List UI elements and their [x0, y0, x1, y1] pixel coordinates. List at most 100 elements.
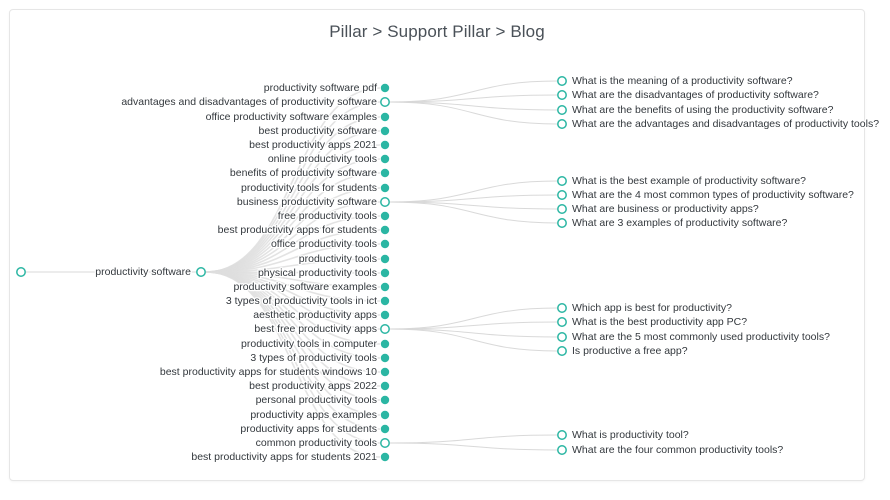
question-label-is-productive-a-free-app: Is productive a free app? — [572, 345, 688, 357]
question-node-is-productive-a-free-app[interactable] — [557, 346, 567, 356]
question-label-what-is-the-best-example-of-productivity-softwar: What is the best example of productivity… — [572, 175, 806, 187]
link-keyword-question — [389, 80, 558, 103]
question-node-what-are-the-disadvantages-of-productivity-softw[interactable] — [557, 90, 567, 100]
keyword-label-best-productivity-apps-for-students: best productivity apps for students — [218, 224, 377, 236]
keyword-label-benefits-of-productivity-software: benefits of productivity software — [230, 167, 377, 179]
link-keyword-question — [389, 442, 558, 451]
link-keyword-question — [389, 94, 558, 103]
keyword-node-productivity-tools-for-students[interactable] — [380, 183, 390, 193]
keyword-node-physical-productivity-tools[interactable] — [380, 268, 390, 278]
question-label-which-app-is-best-for-productivity: Which app is best for productivity? — [572, 302, 732, 314]
link-keyword-question — [389, 434, 558, 444]
link-root-keyword — [205, 271, 381, 458]
keyword-label-advantages-and-disadvantages-of-productivity-sof: advantages and disadvantages of producti… — [121, 96, 377, 108]
keyword-label-office-productivity-software-examples: office productivity software examples — [206, 111, 377, 123]
keyword-label-free-productivity-tools: free productivity tools — [278, 210, 377, 222]
keyword-node-free-productivity-tools[interactable] — [380, 211, 390, 221]
link-keyword-question — [389, 101, 558, 111]
keyword-node-advantages-and-disadvantages-of-productivity-sof[interactable] — [380, 97, 390, 107]
keyword-node-productivity-tools-in-computer[interactable] — [380, 339, 390, 349]
link-root-keyword — [205, 101, 381, 273]
question-node-what-is-productivity-tool[interactable] — [557, 430, 567, 440]
keyword-label-online-productivity-tools: online productivity tools — [268, 153, 377, 165]
keyword-label-best-productivity-apps-2021: best productivity apps 2021 — [249, 139, 377, 151]
question-node-what-is-the-best-example-of-productivity-softwar[interactable] — [557, 176, 567, 186]
keyword-label-business-productivity-software: business productivity software — [237, 196, 377, 208]
keyword-label-best-free-productivity-apps: best free productivity apps — [254, 323, 377, 335]
question-label-what-are-the-advantages-and-disadvantages-of-pro: What are the advantages and disadvantage… — [572, 118, 879, 130]
keyword-node-business-productivity-software[interactable] — [380, 197, 390, 207]
keyword-label-common-productivity-tools: common productivity tools — [256, 437, 377, 449]
keyword-node-productivity-software-pdf[interactable] — [380, 83, 390, 93]
keyword-node-productivity-tools[interactable] — [380, 254, 390, 264]
link-keyword-question — [389, 180, 558, 203]
question-label-what-are-business-or-productivity-apps: What are business or productivity apps? — [572, 203, 759, 215]
keyword-node-common-productivity-tools[interactable] — [380, 438, 390, 448]
keyword-node-best-productivity-apps-for-students[interactable] — [380, 225, 390, 235]
keyword-label-office-productivity-tools: office productivity tools — [271, 238, 377, 250]
question-node-what-are-the-four-common-productivity-tools[interactable] — [557, 445, 567, 455]
keyword-label-physical-productivity-tools: physical productivity tools — [258, 267, 377, 279]
root-label: productivity software — [95, 266, 191, 278]
question-label-what-are-the-5-most-commonly-used-productivity-t: What are the 5 most commonly used produc… — [572, 331, 830, 343]
keyword-label-productivity-software-examples: productivity software examples — [233, 281, 377, 293]
keyword-node-best-productivity-apps-2022[interactable] — [380, 381, 390, 391]
keyword-label-3-types-of-productivity-tools-in-ict: 3 types of productivity tools in ict — [226, 295, 377, 307]
link-keyword-question — [389, 321, 558, 330]
question-label-what-are-the-disadvantages-of-productivity-softw: What are the disadvantages of productivi… — [572, 89, 819, 101]
link-keyword-question — [389, 328, 558, 338]
breadcrumb: Pillar > Support Pillar > Blog — [10, 22, 864, 42]
link-keyword-question — [389, 201, 558, 210]
keyword-label-aesthetic-productivity-apps: aesthetic productivity apps — [253, 309, 377, 321]
keyword-node-best-productivity-apps-for-students-windows-10[interactable] — [380, 367, 390, 377]
keyword-node-best-productivity-apps-for-students-2021[interactable] — [380, 452, 390, 462]
keyword-node-3-types-of-productivity-tools-in-ict[interactable] — [380, 296, 390, 306]
keyword-node-3-types-of-productivity-tools[interactable] — [380, 353, 390, 363]
question-node-what-are-3-examples-of-productivity-software[interactable] — [557, 218, 567, 228]
mindmap-card: Pillar > Support Pillar > Blog — [9, 9, 865, 481]
keyword-label-personal-productivity-tools: personal productivity tools — [256, 394, 377, 406]
link-keyword-question — [389, 194, 558, 203]
root-node[interactable] — [196, 267, 206, 277]
question-node-what-are-the-benefits-of-using-the-productivity-[interactable] — [557, 105, 567, 115]
question-node-what-is-the-meaning-of-a-productivity-software[interactable] — [557, 76, 567, 86]
question-label-what-are-the-4-most-common-types-of-productivity: What are the 4 most common types of prod… — [572, 189, 854, 201]
keyword-node-best-free-productivity-apps[interactable] — [380, 324, 390, 334]
question-node-what-is-the-best-productivity-app-pc[interactable] — [557, 317, 567, 327]
link-keyword-question — [389, 307, 558, 330]
question-node-what-are-the-5-most-commonly-used-productivity-t[interactable] — [557, 332, 567, 342]
keyword-node-office-productivity-tools[interactable] — [380, 239, 390, 249]
breadcrumb-text: Pillar > Support Pillar > Blog — [329, 22, 545, 41]
question-node-what-are-the-advantages-and-disadvantages-of-pro[interactable] — [557, 119, 567, 129]
question-node-which-app-is-best-for-productivity[interactable] — [557, 303, 567, 313]
keyword-label-productivity-tools: productivity tools — [299, 253, 377, 265]
link-keyword-question — [389, 101, 558, 125]
keyword-node-personal-productivity-tools[interactable] — [380, 395, 390, 405]
nodes-layer[interactable] — [16, 76, 567, 462]
link-keyword-question — [389, 201, 558, 224]
keyword-node-productivity-apps-for-students[interactable] — [380, 424, 390, 434]
keyword-node-best-productivity-apps-2021[interactable] — [380, 140, 390, 150]
keyword-node-online-productivity-tools[interactable] — [380, 154, 390, 164]
question-label-what-are-the-four-common-productivity-tools: What are the four common productivity to… — [572, 444, 783, 456]
keyword-label-productivity-software-pdf: productivity software pdf — [264, 82, 377, 94]
link-keyword-question — [389, 328, 558, 352]
question-node-what-are-the-4-most-common-types-of-productivity[interactable] — [557, 190, 567, 200]
origin-node[interactable] — [16, 267, 26, 277]
keyword-node-benefits-of-productivity-software[interactable] — [380, 168, 390, 178]
keyword-label-best-productivity-software: best productivity software — [259, 125, 378, 137]
keyword-label-productivity-tools-for-students: productivity tools for students — [241, 182, 377, 194]
question-label-what-are-the-benefits-of-using-the-productivity-: What are the benefits of using the produ… — [572, 104, 834, 116]
keyword-node-productivity-apps-examples[interactable] — [380, 410, 390, 420]
keyword-node-office-productivity-software-examples[interactable] — [380, 112, 390, 122]
question-label-what-is-productivity-tool: What is productivity tool? — [572, 429, 689, 441]
keyword-node-aesthetic-productivity-apps[interactable] — [380, 310, 390, 320]
keyword-label-best-productivity-apps-for-students-windows-10: best productivity apps for students wind… — [160, 366, 377, 378]
keyword-node-productivity-software-examples[interactable] — [380, 282, 390, 292]
question-node-what-are-business-or-productivity-apps[interactable] — [557, 204, 567, 214]
question-label-what-is-the-best-productivity-app-pc: What is the best productivity app PC? — [572, 316, 747, 328]
keyword-node-best-productivity-software[interactable] — [380, 126, 390, 136]
keyword-label-best-productivity-apps-for-students-2021: best productivity apps for students 2021 — [191, 451, 377, 463]
question-label-what-are-3-examples-of-productivity-software: What are 3 examples of productivity soft… — [572, 217, 788, 229]
